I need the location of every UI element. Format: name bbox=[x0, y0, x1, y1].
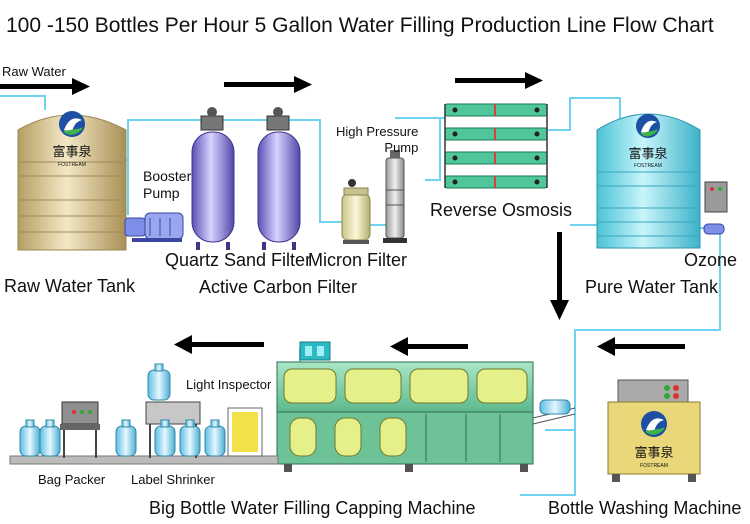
flow-arrows bbox=[0, 72, 685, 356]
ozone-generator bbox=[703, 181, 728, 235]
label-filling-capping-machine: Big Bottle Water Filling Capping Machine bbox=[149, 498, 476, 518]
light-inspector bbox=[227, 407, 263, 457]
bottle-on-ramp bbox=[539, 399, 571, 415]
label-booster-pump: Booster Pump bbox=[143, 168, 192, 201]
logo-english-washer: FOSTREAM bbox=[640, 463, 668, 469]
label-reverse-osmosis: Reverse Osmosis bbox=[430, 200, 573, 220]
arrow-top-1 bbox=[224, 76, 312, 93]
fostream-logo bbox=[641, 411, 667, 437]
active-carbon-filter bbox=[257, 107, 301, 250]
logo-text-raw-tank: 富事泉 bbox=[52, 144, 91, 160]
logo-english-raw-tank: FOSTREAM bbox=[58, 162, 86, 168]
quartz-sand-filter bbox=[191, 107, 235, 250]
micron-filter bbox=[341, 179, 371, 244]
logo-text-washer: 富事泉 bbox=[634, 445, 673, 461]
arrow-left-3 bbox=[174, 335, 264, 354]
logo-text-pure-tank: 富事泉 bbox=[628, 146, 667, 162]
water-bottles bbox=[19, 363, 226, 457]
label-active-carbon-filter: Active Carbon Filter bbox=[199, 277, 358, 297]
booster-pump bbox=[124, 212, 184, 242]
logo-english-pure-tank: FOSTREAM bbox=[634, 163, 662, 169]
label-bag-packer: Bag Packer bbox=[38, 472, 106, 487]
label-pure-water-tank: Pure Water Tank bbox=[585, 277, 719, 297]
label-bottle-washing-machine: Bottle Washing Machine bbox=[548, 498, 742, 518]
label-light-inspector: Light Inspector bbox=[186, 377, 272, 392]
label-ozone: Ozone bbox=[684, 250, 738, 270]
arrow-left-2 bbox=[390, 337, 468, 356]
bottle-washing-machine bbox=[607, 379, 701, 482]
label-label-shrinker: Label Shrinker bbox=[131, 472, 215, 487]
packing-line bbox=[9, 363, 279, 465]
filling-capping-machine bbox=[276, 341, 576, 472]
reverse-osmosis-membranes bbox=[444, 103, 548, 189]
arrow-top-2 bbox=[455, 72, 543, 89]
arrow-raw-water bbox=[0, 78, 90, 95]
label-micron-filter: Micron Filter bbox=[308, 250, 408, 270]
raw-water-tank bbox=[17, 111, 127, 251]
pure-water-tank bbox=[596, 113, 701, 249]
arrow-left-1 bbox=[597, 337, 685, 356]
label-quartz-sand-filter: Quartz Sand Filter bbox=[165, 250, 312, 270]
high-pressure-pump bbox=[383, 150, 407, 243]
label-raw-water-tank: Raw Water Tank bbox=[4, 276, 136, 296]
label-high-pressure-pump: High Pressure Pump bbox=[336, 124, 419, 155]
arrow-down bbox=[550, 232, 569, 320]
fostream-logo bbox=[636, 114, 660, 138]
page-title: 100 -150 Bottles Per Hour 5 Gallon Water… bbox=[6, 14, 714, 37]
bag-packer bbox=[60, 401, 100, 458]
fostream-logo bbox=[59, 111, 85, 137]
label-raw-water: Raw Water bbox=[2, 64, 66, 79]
